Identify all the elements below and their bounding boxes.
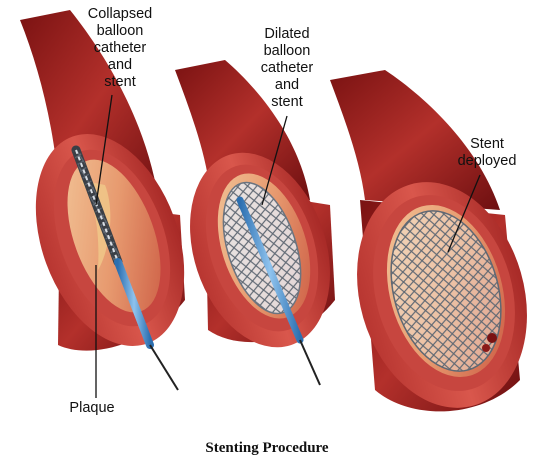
label-collapsed-balloon-catheter-and-stent: Collapsed balloon catheter and stent bbox=[60, 6, 180, 91]
label-line: balloon bbox=[60, 23, 180, 40]
label-line: Collapsed bbox=[60, 6, 180, 23]
label-line: Stent bbox=[432, 136, 534, 153]
label-line: balloon bbox=[232, 43, 342, 60]
label-line: catheter bbox=[60, 40, 180, 57]
label-line: and bbox=[60, 57, 180, 74]
vessel-deployed bbox=[330, 70, 534, 428]
label-plaque: Plaque bbox=[52, 400, 132, 417]
label-line: and bbox=[232, 77, 342, 94]
label-stent-deployed: Stent deployed bbox=[432, 136, 534, 170]
label-line: stent bbox=[60, 74, 180, 91]
label-line: stent bbox=[232, 94, 342, 111]
label-dilated-balloon-catheter-and-stent: Dilated balloon catheter and stent bbox=[232, 26, 342, 111]
label-line: Dilated bbox=[232, 26, 342, 43]
label-line: catheter bbox=[232, 60, 342, 77]
label-line: deployed bbox=[432, 153, 534, 170]
figure-caption: Stenting Procedure bbox=[0, 440, 534, 457]
